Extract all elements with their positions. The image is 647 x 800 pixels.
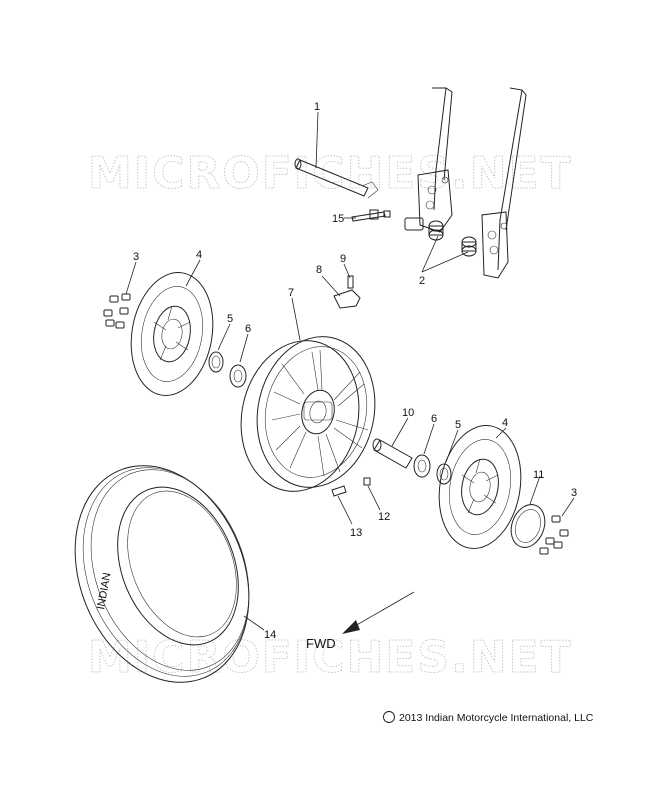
- copyright-line: © 2013 Indian Motorcycle International, …: [383, 711, 594, 724]
- bearing-right: [413, 454, 431, 478]
- callout-6-left: 6: [245, 323, 251, 335]
- watermark-top: MICROFICHES.NET: [88, 148, 573, 199]
- seal-left: [208, 351, 224, 373]
- fwd-arrow: [342, 591, 415, 634]
- callout-7: 7: [288, 287, 294, 299]
- tire: INDIAN: [74, 465, 250, 683]
- fork-assembly: [404, 87, 527, 279]
- speed-sensor: [333, 289, 361, 309]
- brake-disc-left: [130, 272, 214, 396]
- brake-disc-right: [438, 425, 522, 549]
- callout-5-right: 5: [455, 419, 461, 431]
- callout-10: 10: [402, 407, 414, 419]
- callout-2: 2: [419, 275, 425, 287]
- seal-right: [436, 463, 452, 485]
- tire-sidewall-mark: INDIAN: [95, 572, 113, 611]
- valve-stem: [331, 485, 347, 497]
- axle-spacers: [428, 220, 477, 257]
- callout-5-left: 5: [227, 313, 233, 325]
- callout-11: 11: [533, 469, 544, 481]
- callout-3-right: 3: [571, 487, 577, 499]
- callout-9: 9: [340, 253, 346, 265]
- sensor-bolt: [347, 275, 354, 289]
- callout-4-right: 4: [502, 417, 508, 429]
- tone-ring: [510, 504, 546, 548]
- front-axle: [294, 158, 379, 199]
- pinch-bolt: [351, 209, 391, 222]
- callout-15: 15: [332, 213, 344, 225]
- fwd-label: FWD: [306, 636, 336, 651]
- callout-1: 1: [314, 101, 320, 113]
- callout-3-left: 3: [133, 251, 139, 263]
- rotor-bolts-left: [103, 293, 131, 329]
- bearing-left: [229, 364, 247, 388]
- callout-14: 14: [264, 629, 276, 641]
- cast-wheel: [240, 336, 376, 492]
- leader-lines: [125, 111, 575, 631]
- callout-6-right: 6: [431, 413, 437, 425]
- valve-cap: [363, 477, 371, 486]
- callout-labels: 1 2 3 4 5 6 7 8 9 10 11 12 13 14 15 3 4 …: [133, 101, 577, 641]
- callout-8: 8: [316, 264, 322, 276]
- callout-13: 13: [350, 527, 362, 539]
- watermark-bottom: MICROFICHES.NET: [88, 632, 573, 683]
- callout-12: 12: [378, 511, 390, 523]
- spacer-tube: [372, 438, 413, 469]
- copyright-text: 2013 Indian Motorcycle International, LL…: [399, 712, 594, 724]
- callout-4-left: 4: [196, 249, 202, 261]
- copyright-circle: [383, 711, 395, 723]
- rotor-bolts-right: [539, 515, 569, 555]
